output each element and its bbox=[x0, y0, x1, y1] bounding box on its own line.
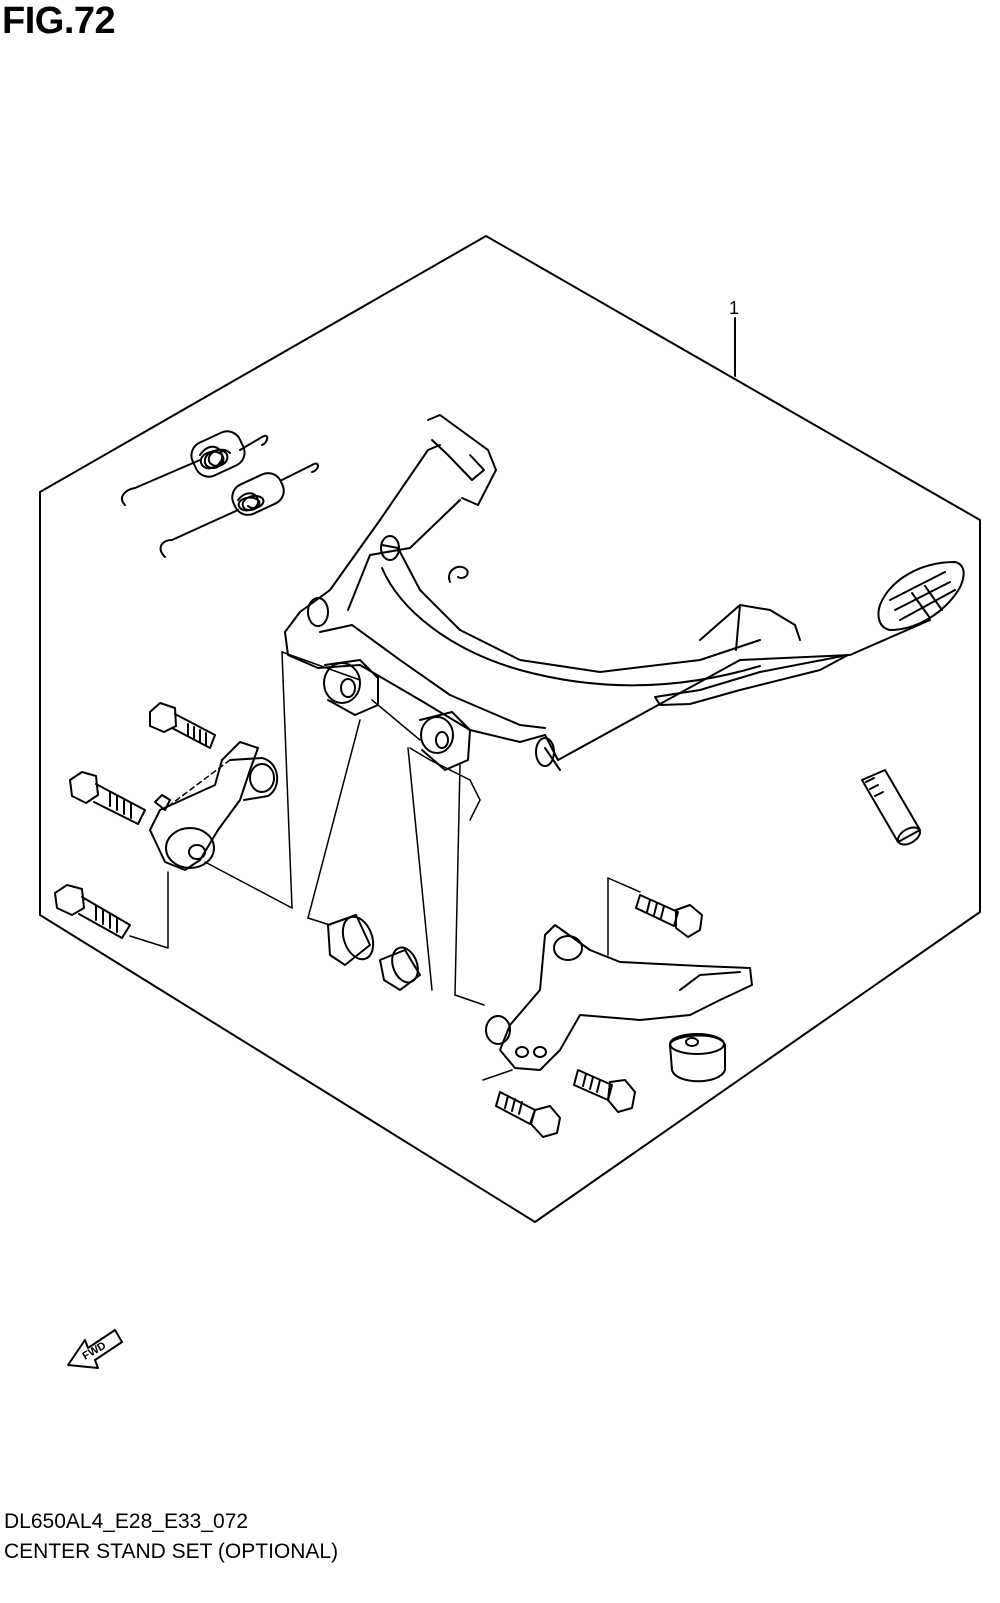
bolt-upper-left bbox=[149, 702, 216, 749]
bolt-middle-left bbox=[69, 771, 146, 825]
rubber-stopper bbox=[669, 1033, 726, 1083]
bolt-right-lower-a bbox=[573, 1069, 636, 1113]
bolt-right-upper bbox=[635, 894, 703, 938]
return-spring-lower bbox=[159, 462, 319, 558]
bolt-right-lower-b bbox=[495, 1091, 561, 1138]
center-stand-frame bbox=[284, 414, 965, 771]
figure-title: FIG.72 bbox=[2, 0, 116, 42]
callout-label: 1 bbox=[729, 298, 739, 318]
assembly-leader-lines bbox=[129, 651, 641, 1081]
left-mounting-bracket bbox=[149, 741, 278, 871]
right-mounting-bracket bbox=[485, 924, 753, 1071]
callout-1: 1 bbox=[729, 298, 739, 377]
kit-boundary-outline bbox=[39, 235, 981, 1223]
fwd-arrow-icon: FWD bbox=[67, 1329, 123, 1369]
collar-b bbox=[379, 946, 421, 991]
collar-a bbox=[327, 914, 375, 966]
return-spring-upper bbox=[121, 430, 269, 506]
bolt-lower-left bbox=[54, 884, 131, 939]
stud-pin bbox=[861, 769, 921, 846]
diagram-code: DL650AL4_E28_E33_072 bbox=[4, 1510, 249, 1533]
diagram-caption: CENTER STAND SET (OPTIONAL) bbox=[4, 1540, 339, 1563]
